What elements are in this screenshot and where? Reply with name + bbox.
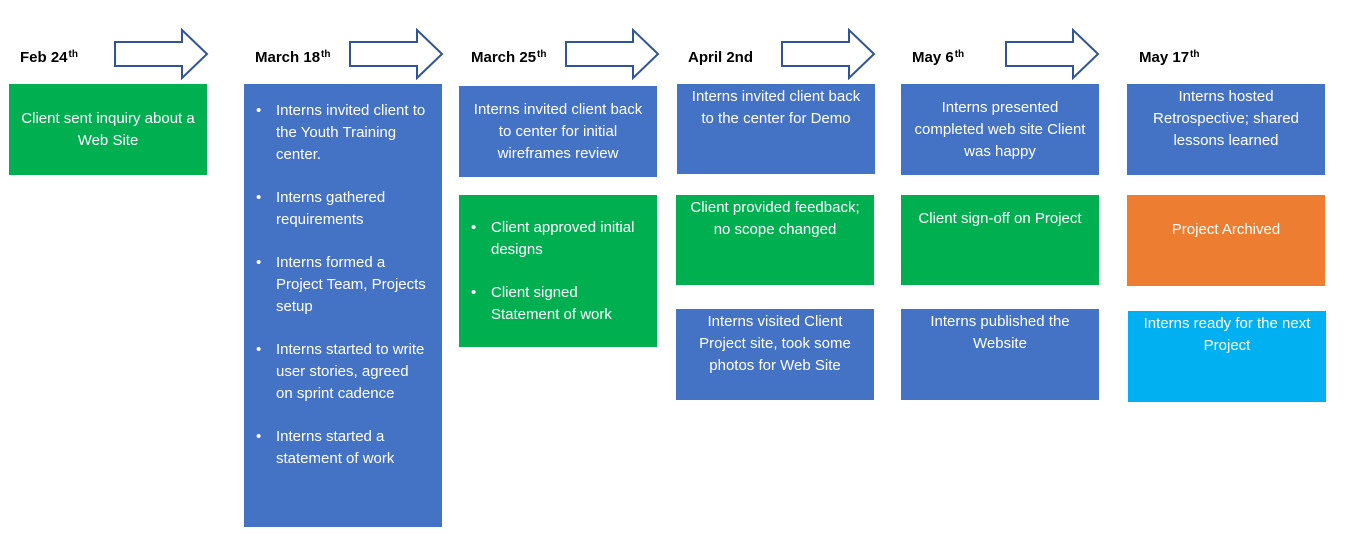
event-box-wireframes-review: Interns invited client back to center fo…	[459, 86, 657, 177]
event-box-retrospective: Interns hosted Retrospective; shared les…	[1127, 84, 1325, 175]
timeline-arrow-2	[349, 28, 444, 80]
event-text: Client provided feedback; no scope chang…	[690, 199, 860, 238]
event-box-march-18-list: Interns invited client to the Youth Trai…	[244, 84, 442, 527]
timeline-arrow-3	[565, 28, 660, 80]
event-box-project-archived: Project Archived	[1127, 195, 1325, 286]
event-text: Client sent inquiry about a Web Site	[21, 109, 195, 149]
date-label-may-17: May 17th	[1139, 49, 1200, 66]
event-text: Interns ready for the next Project	[1143, 315, 1311, 354]
event-box-demo: Interns invited client back to the cente…	[677, 84, 875, 174]
date-label-april-2: April 2nd	[688, 49, 754, 66]
event-text: Interns hosted Retrospective; shared les…	[1153, 88, 1299, 149]
event-text: Client sign-off on Project	[918, 210, 1082, 227]
list-item: Client signed Statement of work	[471, 282, 643, 326]
event-text: Project Archived	[1171, 221, 1281, 238]
date-label-march-25: March 25th	[471, 49, 547, 66]
event-box-next-project: Interns ready for the next Project	[1128, 311, 1326, 402]
date-label-feb-24: Feb 24th	[20, 49, 78, 66]
date-label-march-18: March 18th	[255, 49, 331, 66]
list-item: Client approved initial designs	[471, 217, 643, 261]
event-box-client-sign-off: Client sign-off on Project	[901, 195, 1099, 285]
list-item: Interns started a statement of work	[256, 426, 428, 470]
list-item: Interns invited client to the Youth Trai…	[256, 100, 428, 166]
list-item: Interns gathered requirements	[256, 187, 428, 231]
event-box-site-published: Interns published the Website	[901, 309, 1099, 400]
event-text: Interns invited client back to the cente…	[691, 88, 861, 127]
list-item: Interns formed a Project Team, Projects …	[256, 252, 428, 318]
list-item: Interns started to write user stories, a…	[256, 339, 428, 405]
event-text: Interns invited client back to center fo…	[473, 100, 643, 162]
event-text: Interns presented completed web site Cli…	[914, 98, 1086, 160]
timeline-arrow-5	[1005, 28, 1100, 80]
event-box-march-25-list: Client approved initial designs Client s…	[459, 195, 657, 347]
date-label-may-6: May 6th	[912, 49, 965, 66]
event-text: Interns visited Client Project site, too…	[699, 313, 851, 374]
event-box-client-inquiry: Client sent inquiry about a Web Site	[9, 84, 207, 175]
event-box-site-visit: Interns visited Client Project site, too…	[676, 309, 874, 400]
event-box-site-presented: Interns presented completed web site Cli…	[901, 84, 1099, 175]
timeline-arrow-1	[114, 28, 209, 80]
event-text: Interns published the Website	[930, 313, 1070, 352]
event-box-client-feedback: Client provided feedback; no scope chang…	[676, 195, 874, 285]
timeline-arrow-4	[781, 28, 876, 80]
